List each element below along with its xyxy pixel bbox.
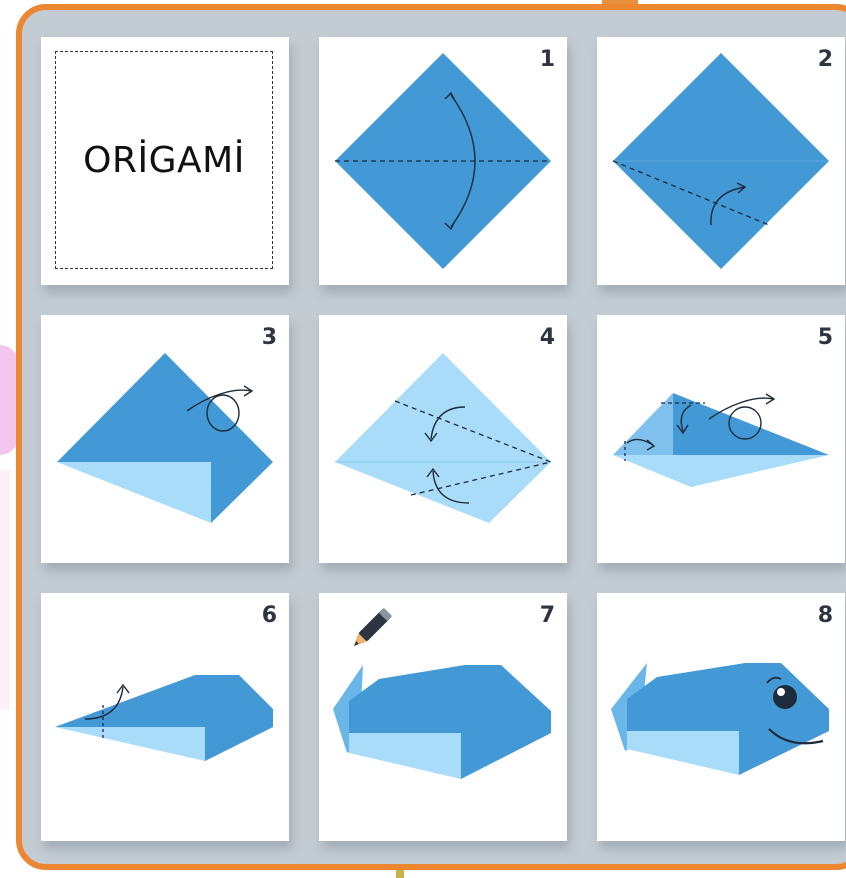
step-card-5: 5 [597,315,845,563]
step-card-6: 6 [41,593,289,841]
step-5-illustration [597,315,845,563]
background-decoration [0,470,10,710]
paper-light-flap [57,462,211,523]
dashed-frame: ORİGAMİ [55,51,273,269]
step-7-illustration [319,593,567,841]
paper-dark-flap [205,727,273,761]
paper-top-half [335,353,551,462]
paper-light-bottom [613,455,829,487]
paper-dark-flap [461,733,551,779]
step-3-illustration [41,315,289,563]
page-title: ORİGAMİ [83,140,245,181]
step-2-illustration [597,37,845,285]
step-card-7: 7 [319,593,567,841]
eye-highlight [777,688,785,696]
step-8-illustration [597,593,845,841]
pencil-icon [350,608,392,650]
paper-light-lower [55,727,205,761]
paper-dark-body [673,393,829,455]
step-card-4: 4 [319,315,567,563]
step-card-8: 8 [597,593,845,841]
paper-bottom-half [613,161,829,269]
eye-icon [773,685,797,709]
step-4-illustration [319,315,567,563]
step-card-3: 3 [41,315,289,563]
paper-top-half [613,53,829,161]
step-1-illustration [319,37,567,285]
paper-light-left [613,393,673,455]
paper-dark-flap [739,731,829,775]
step-card-1: 1 [319,37,567,285]
paper-dark-flap [211,462,273,523]
paper-dark-body [627,663,829,731]
paper-bottom-half [335,462,551,523]
paper-light-bottom [349,733,461,779]
step-card-2: 2 [597,37,845,285]
paper-dark-body [57,353,273,462]
step-6-illustration [41,593,289,841]
paper-dark-body [349,665,551,733]
title-card: ORİGAMİ [41,37,289,285]
paper-light-bottom [627,731,739,775]
